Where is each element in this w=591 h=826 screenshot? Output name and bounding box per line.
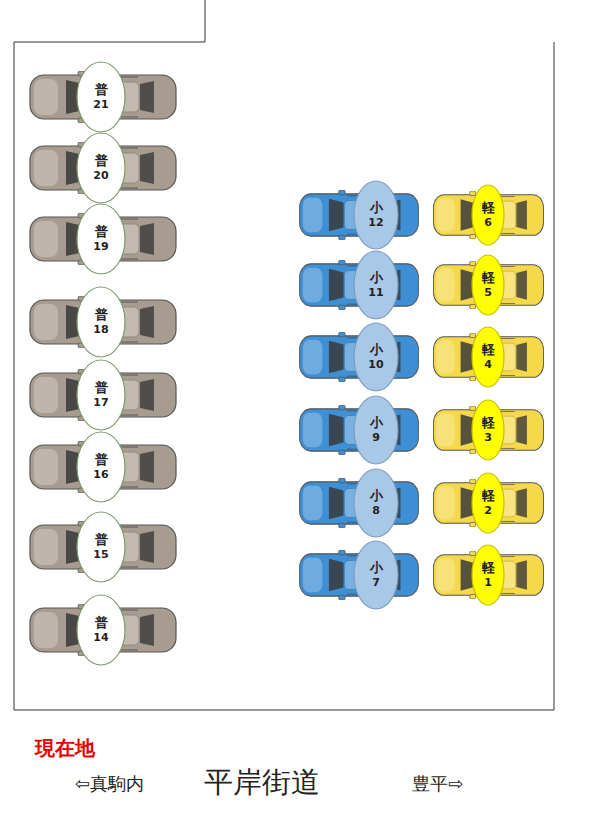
space-type: 小 [370, 488, 383, 504]
parking-space-marker: 普16 [76, 431, 126, 503]
parking-space-marker: 普20 [76, 132, 126, 204]
parking-space-marker: 軽3 [471, 399, 505, 461]
oval-outline [77, 133, 125, 203]
parking-space-marker: 軽1 [471, 544, 505, 606]
oval-outline [77, 595, 125, 665]
space-number: 7 [372, 576, 380, 590]
space-number: 9 [372, 431, 380, 445]
oval-outline [354, 181, 398, 249]
space-number: 21 [93, 98, 108, 112]
parking-space-marker: 小11 [353, 250, 399, 320]
oval-outline [472, 185, 504, 245]
compact-cars [300, 190, 419, 600]
space-type: 小 [370, 560, 383, 576]
current-location: 現在地 [35, 736, 95, 760]
parking-space-marker: 普19 [76, 203, 126, 275]
oval-outline [354, 469, 398, 537]
kei-cars [434, 191, 544, 599]
oval-outline [77, 432, 125, 502]
parking-space-marker: 普18 [76, 286, 126, 358]
standard-cars [30, 71, 176, 656]
parking-space-marker: 小9 [353, 395, 399, 465]
oval-outline [472, 327, 504, 387]
lot-outline [14, 0, 554, 710]
space-number: 5 [484, 286, 492, 300]
space-type: 普 [95, 153, 108, 169]
space-type: 軽 [482, 415, 495, 431]
space-type: 軽 [482, 200, 495, 216]
oval-outline [472, 473, 504, 533]
space-type: 軽 [482, 342, 495, 358]
space-number: 2 [484, 504, 492, 518]
space-number: 20 [93, 169, 108, 183]
oval-outline [472, 545, 504, 605]
space-type: 小 [370, 200, 383, 216]
space-type: 普 [95, 452, 108, 468]
oval-outline [77, 62, 125, 132]
space-number: 4 [484, 358, 492, 372]
oval-outline [77, 360, 125, 430]
space-type: 普 [95, 224, 108, 240]
oval-outline [77, 287, 125, 357]
space-number: 8 [372, 504, 380, 518]
space-type: 小 [370, 270, 383, 286]
oval-outline [472, 255, 504, 315]
space-type: 普 [95, 615, 108, 631]
direction-right: 豊平⇨ [412, 773, 463, 795]
space-number: 12 [368, 216, 383, 230]
oval-outline [354, 251, 398, 319]
space-type: 軽 [482, 270, 495, 286]
direction-left: ⇦真駒内 [75, 773, 144, 795]
space-type: 普 [95, 82, 108, 98]
space-type: 軽 [482, 560, 495, 576]
parking-space-marker: 普17 [76, 359, 126, 431]
space-type: 小 [370, 415, 383, 431]
parking-space-marker: 普14 [76, 594, 126, 666]
parking-space-marker: 軽2 [471, 472, 505, 534]
space-number: 15 [93, 548, 108, 562]
space-number: 3 [484, 431, 492, 445]
space-number: 19 [93, 240, 108, 254]
parking-space-marker: 小10 [353, 322, 399, 392]
space-number: 18 [93, 323, 108, 337]
space-type: 普 [95, 532, 108, 548]
space-number: 16 [93, 468, 108, 482]
space-type: 普 [95, 307, 108, 323]
oval-outline [354, 541, 398, 609]
oval-outline [77, 204, 125, 274]
oval-outline [472, 400, 504, 460]
space-number: 6 [484, 216, 492, 230]
parking-space-marker: 小12 [353, 180, 399, 250]
parking-space-marker: 普21 [76, 61, 126, 133]
parking-space-marker: 普15 [76, 511, 126, 583]
space-number: 17 [93, 396, 108, 410]
parking-space-marker: 小7 [353, 540, 399, 610]
parking-space-marker: 軽6 [471, 184, 505, 246]
space-number: 14 [93, 631, 108, 645]
space-number: 11 [368, 286, 383, 300]
oval-outline [354, 323, 398, 391]
space-type: 普 [95, 380, 108, 396]
space-type: 小 [370, 342, 383, 358]
parking-space-marker: 軽4 [471, 326, 505, 388]
space-number: 1 [484, 576, 492, 590]
oval-outline [77, 512, 125, 582]
space-number: 10 [368, 358, 383, 372]
road-name: 平岸街道 [204, 765, 320, 800]
oval-outline [354, 396, 398, 464]
parking-space-marker: 小8 [353, 468, 399, 538]
parking-space-marker: 軽5 [471, 254, 505, 316]
space-type: 軽 [482, 488, 495, 504]
